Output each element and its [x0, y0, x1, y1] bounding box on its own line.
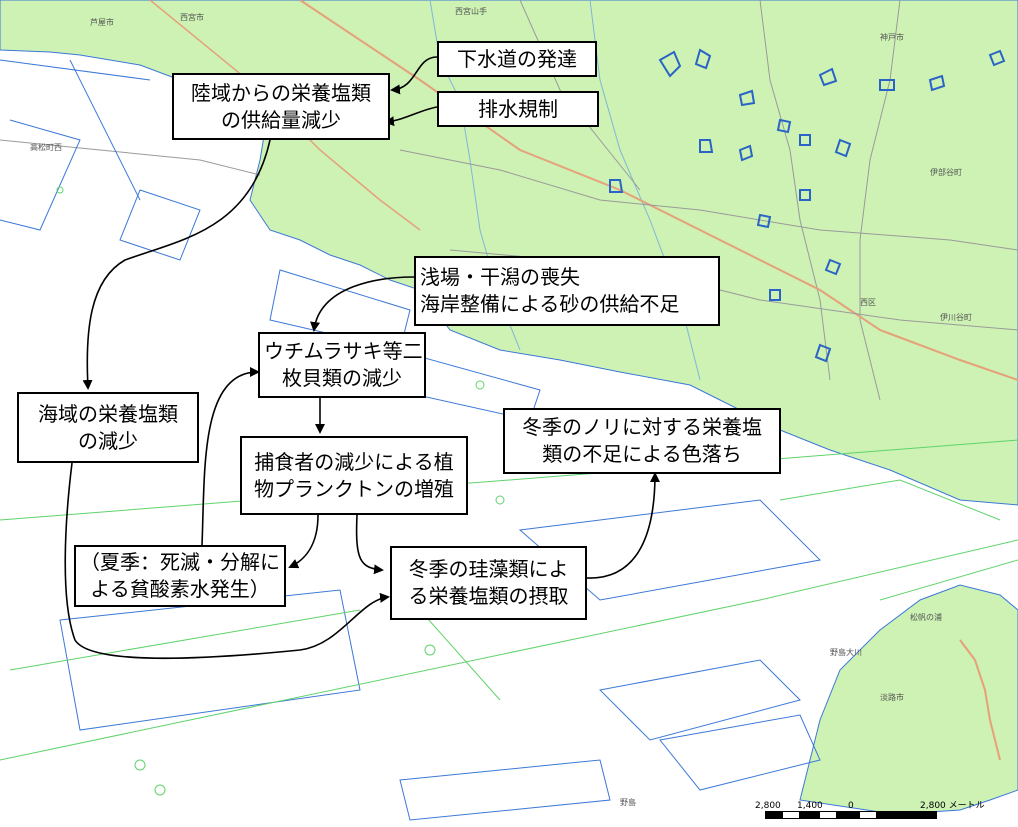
box-nori-line1: 冬季のノリに対する栄養塩 [522, 415, 762, 439]
svg-text:野島: 野島 [620, 797, 636, 807]
svg-text:野島大川: 野島大川 [830, 647, 862, 657]
box-land-supply-line2: の供給量減少 [221, 107, 341, 132]
box-predators-line1: 捕食者の減少による植 [254, 449, 454, 474]
box-diatoms: 冬季の珪藻類によ る栄養塩類の摂取 [390, 546, 587, 620]
svg-text:高松町西: 高松町西 [30, 142, 62, 152]
land-north [0, 0, 1018, 506]
box-diatoms-line1: 冬季の珪藻類によ [408, 557, 569, 581]
box-summer-line2: よる貧酸素水発生） [90, 577, 270, 601]
box-bivalves-line1: ウチムラサキ等二 [264, 339, 423, 363]
box-drainage-text: 排水規制 [478, 96, 558, 121]
box-bivalves-line2: 枚貝類の減少 [282, 366, 402, 390]
box-nori: 冬季のノリに対する栄養塩 類の不足による色落ち [503, 408, 781, 474]
svg-text:伊川谷町: 伊川谷町 [940, 312, 972, 322]
scale-label-3: 2,800 メートル [920, 801, 985, 811]
svg-text:芦屋市: 芦屋市 [90, 17, 114, 27]
svg-text:西宮市: 西宮市 [180, 12, 204, 22]
box-summer-line1: （夏季：死滅・分解に [80, 550, 280, 574]
svg-text:西宮山手: 西宮山手 [455, 6, 487, 16]
scale-label-1: 1,400 [797, 801, 823, 811]
box-sea-nutrients-line2: の減少 [78, 428, 138, 453]
box-shallows: 浅場・干潟の喪失 海岸整備による砂の供給不足 [414, 256, 720, 326]
box-sewer-text: 下水道の発達 [457, 46, 577, 71]
box-sea-nutrients: 海域の栄養塩類 の減少 [17, 392, 199, 463]
svg-text:松帆の浦: 松帆の浦 [910, 612, 942, 622]
svg-text:伊部谷町: 伊部谷町 [930, 167, 962, 177]
box-diatoms-line2: る栄養塩類の摂取 [408, 584, 569, 608]
box-land-supply-line1: 陸域からの栄養塩類 [191, 80, 371, 105]
box-shallows-line1: 浅場・干潟の喪失 [420, 265, 580, 289]
box-shallows-line2: 海岸整備による砂の供給不足 [420, 292, 680, 316]
box-sewer: 下水道の発達 [437, 41, 597, 77]
svg-text:淡路市: 淡路市 [880, 692, 904, 702]
scale-label-0: 2,800 [755, 801, 781, 811]
box-predators-line2: 物プランクトンの増殖 [254, 476, 454, 501]
scale-label-2: 0 [848, 801, 854, 811]
box-drainage: 排水規制 [437, 91, 599, 127]
box-predators: 捕食者の減少による植 物プランクトンの増殖 [240, 436, 468, 515]
box-land-supply: 陸域からの栄養塩類 の供給量減少 [172, 73, 390, 140]
box-summer: （夏季：死滅・分解に よる貧酸素水発生） [74, 545, 286, 607]
box-nori-line2: 類の不足による色落ち [542, 442, 742, 466]
box-bivalves: ウチムラサキ等二 枚貝類の減少 [258, 332, 426, 398]
svg-text:神戸市: 神戸市 [880, 32, 904, 42]
svg-text:西区: 西区 [860, 298, 876, 307]
box-sea-nutrients-line1: 海域の栄養塩類 [38, 401, 178, 426]
scale-bar: 2,800 1,400 0 2,800 メートル [755, 801, 985, 819]
